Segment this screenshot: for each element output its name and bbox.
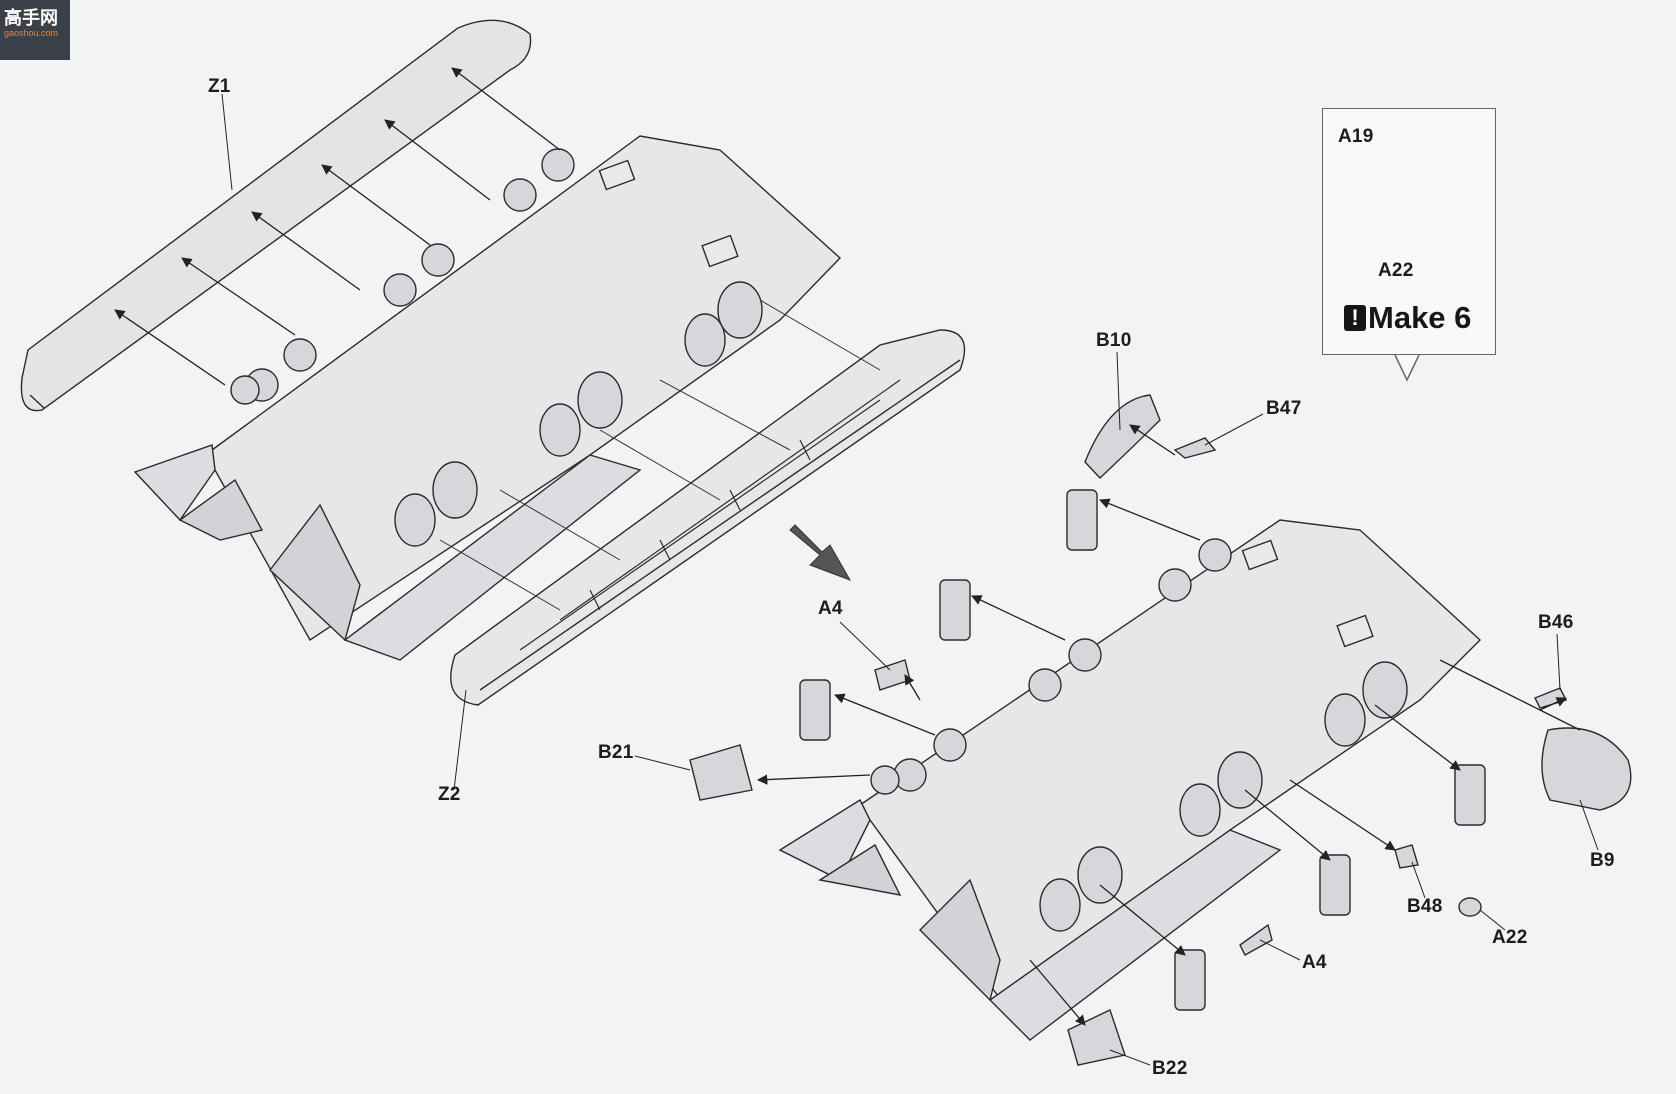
label-a4-top: A4 [818, 598, 843, 619]
left-bogies-top [230, 148, 575, 405]
label-b22: B22 [1152, 1058, 1188, 1079]
label-b21: B21 [598, 742, 634, 763]
label-leaders [221, 93, 1599, 1066]
label-b48: B48 [1407, 896, 1443, 917]
bogie-arm [1319, 854, 1351, 916]
inset-label-a22: A22 [1378, 260, 1414, 281]
label-b10: B10 [1096, 330, 1132, 351]
bogie-arm [1174, 949, 1206, 1011]
z1-side-plate [20, 19, 532, 412]
inset-label-a19: A19 [1338, 126, 1374, 147]
b48-part [1394, 844, 1419, 869]
make-text: Make 6 [1368, 300, 1472, 335]
label-b9: B9 [1590, 850, 1615, 871]
label-z2: Z2 [438, 784, 461, 805]
b21-part [689, 744, 753, 801]
bogie-arm [1066, 489, 1098, 551]
z2-guide-lines [439, 299, 881, 611]
make-quantity: ! Make 6 [1344, 300, 1471, 336]
z1-arrows [114, 67, 561, 386]
label-z1: Z1 [208, 76, 231, 97]
direction-arrow [789, 524, 852, 581]
b22-part [1067, 1009, 1126, 1066]
bogie-arm [939, 579, 971, 641]
b9-housing [1541, 727, 1632, 811]
right-hull-top [859, 519, 1482, 1042]
a4-part-bottom [1239, 923, 1273, 956]
site-logo: 高手网 gaoshou.com [0, 0, 70, 60]
logo-text: 高手网 [4, 8, 58, 28]
label-b46: B46 [1538, 612, 1574, 633]
b47-part [1173, 437, 1217, 459]
left-hull-assembly [20, 19, 966, 706]
a22-roller [1458, 897, 1482, 917]
exclamation-icon: ! [1344, 305, 1366, 331]
right-hull-assembly [689, 394, 1632, 1066]
inset-pointer [1394, 354, 1420, 382]
label-a22: A22 [1492, 927, 1528, 948]
right-bogies-bottom [1039, 661, 1408, 932]
label-a4-bottom: A4 [1302, 952, 1327, 973]
a4-part [874, 659, 911, 691]
right-bogies-top [870, 538, 1232, 795]
z2-side-plate [450, 329, 966, 706]
bogie-arm [1454, 764, 1486, 826]
left-bogies-bottom [394, 281, 763, 547]
label-b47: B47 [1266, 398, 1302, 419]
logo-subtext: gaoshou.com [4, 28, 59, 38]
bogie-arm [799, 679, 831, 741]
right-arrows [756, 424, 1581, 1026]
b10-housing [1084, 394, 1161, 479]
